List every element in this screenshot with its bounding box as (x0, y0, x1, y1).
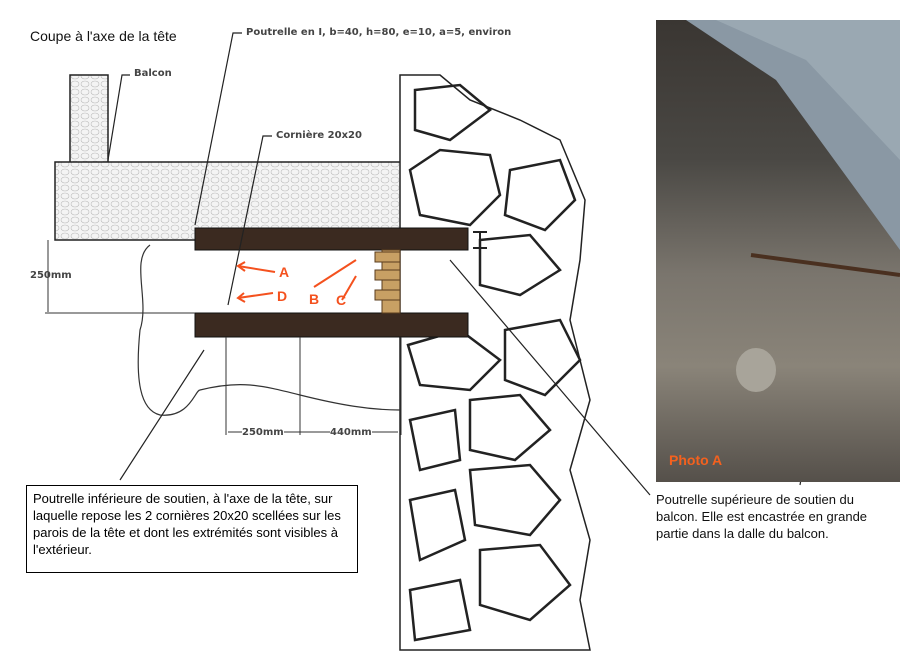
balcony-slab (54, 161, 406, 241)
marker-b: B (309, 291, 320, 307)
marker-c: C (336, 292, 347, 308)
orange-arrows (236, 259, 357, 303)
wall-stones (406, 83, 582, 642)
photo-label: Photo A (669, 452, 723, 468)
upper-beam (194, 227, 469, 251)
lower-beam-note: Poutrelle inférieure de soutien, à l'axe… (26, 485, 358, 573)
wood-wedges (374, 249, 401, 314)
diagram-title: Coupe à l'axe de la tête (30, 28, 177, 44)
balcon-label: Balcon (134, 68, 172, 79)
dimension-440: 440mm (330, 427, 372, 438)
ibeam-label: Poutrelle en I, b=40, h=80, e=10, a=5, e… (246, 27, 512, 38)
height-dimension: 250mm (30, 270, 72, 281)
i-beam-symbol (473, 231, 487, 249)
dimension-250: 250mm (242, 427, 284, 438)
marker-a: A (279, 264, 290, 280)
lower-beam (194, 312, 469, 338)
corniere-label: Cornière 20x20 (276, 130, 362, 141)
balcony-parapet (69, 74, 109, 164)
marker-d: D (277, 288, 288, 304)
photo-a: Photo A (656, 20, 900, 482)
rock-outline (137, 244, 401, 416)
upper-beam-note: Poutrelle supérieure de soutien du balco… (656, 492, 868, 541)
photo-content (686, 20, 900, 392)
